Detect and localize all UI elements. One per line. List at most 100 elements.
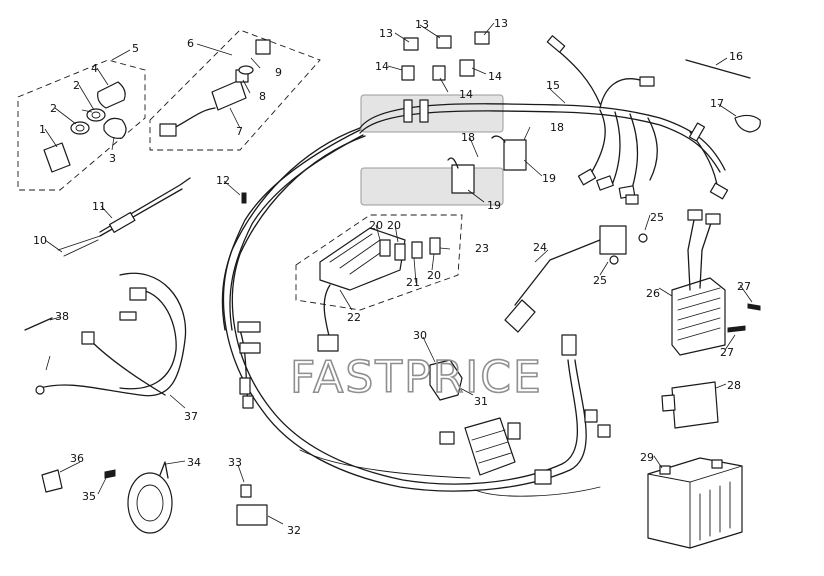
callout-25: 25 [593,274,607,287]
callout-7: 7 [236,125,243,138]
harness-connector [639,76,655,87]
fuse-box-connector [317,334,339,352]
callout-14: 14 [459,88,473,101]
callout-14: 14 [375,60,389,73]
callout-34: 34 [187,456,201,469]
coil-bolt [609,255,619,265]
relay [459,59,475,77]
wire-rod [685,59,751,79]
callout-9: 9 [275,66,282,79]
flasher-relay [236,504,268,526]
harness-connector [239,377,251,395]
callout-12: 12 [216,174,230,187]
washer [70,121,90,135]
battery-terminal [711,459,723,469]
switch-connector [159,123,177,137]
ignition-coil [504,225,648,333]
switch-key-cap [255,39,271,55]
callout-2: 2 [50,102,57,115]
horn [104,461,173,534]
flasher-connector [240,484,252,498]
fuse-box [317,227,441,352]
callout-14: 14 [488,70,502,83]
relay [436,35,452,49]
callout-28: 28 [727,379,741,392]
bulb-socket [41,469,63,493]
callout-5: 5 [132,42,139,55]
lock-housing [103,117,127,139]
regulator-body [671,277,726,356]
relay-module [451,164,475,194]
harness-connector [534,469,552,485]
callout-27: 27 [737,280,751,293]
coil-bolt [638,233,648,243]
fuse [411,241,423,259]
ring-terminal [35,385,45,395]
callout-25: 25 [650,211,664,224]
switch-washer [238,65,254,75]
callout-32: 32 [287,524,301,537]
coil-body [599,225,627,255]
fuse [379,239,391,257]
harness-clamp [688,122,706,142]
spark-plug-cap [504,299,536,333]
harness-connector [561,334,577,356]
cdi-connector [661,394,676,412]
callout-30: 30 [413,329,427,342]
harness-clip [734,114,761,133]
callout-2: 2 [73,79,80,92]
leader-lines [44,22,753,525]
callout-36: 36 [70,452,84,465]
relay [432,65,446,81]
callout-24: 24 [533,241,547,254]
harness-connector [625,194,639,205]
battery-terminal [659,465,671,475]
callout-13: 13 [494,17,508,30]
callout-13: 13 [379,27,393,40]
ground-wire [24,317,53,331]
lock-cylinder [43,142,71,173]
sub-harness [35,272,187,397]
relay-connectors [401,31,490,81]
callout-3: 3 [109,152,116,165]
harness-connector [584,409,598,423]
relay [401,65,415,81]
group-5-outline [17,59,146,191]
callout-35: 35 [82,490,96,503]
fuse [429,237,441,255]
callout-21: 21 [406,276,420,289]
callout-6: 6 [187,37,194,50]
callout-29: 29 [640,451,654,464]
callout-23: 23 [475,242,489,255]
callout-11: 11 [92,200,106,213]
callout-31: 31 [474,395,488,408]
callout-10: 10 [33,234,47,247]
sub-harness-connector [119,311,137,321]
main-wiring-harness [221,35,729,497]
harness-connector [507,422,521,440]
harness-connector [439,431,455,445]
washer [86,108,106,122]
callout-16: 16 [729,50,743,63]
callout-1: 1 [39,123,46,136]
callout-13: 13 [415,18,429,31]
ignition-cap [97,81,126,109]
callout-38: 38 [55,310,69,323]
cdi-unit [671,381,719,429]
callout-17: 17 [710,97,724,110]
ignition-switch [159,39,271,137]
harness-connector [546,35,566,53]
small-screw [241,192,247,204]
fuse-box-body [319,227,406,291]
callout-18: 18 [461,131,475,144]
callout-22: 22 [347,311,361,324]
callout-20: 20 [427,269,441,282]
group-23-outline [295,214,463,311]
regulator-bolt [727,325,746,333]
harness-connector [242,395,254,409]
horn-bolt [104,469,116,479]
ignition-lock-parts [43,81,127,173]
cable-fitting [109,211,136,233]
